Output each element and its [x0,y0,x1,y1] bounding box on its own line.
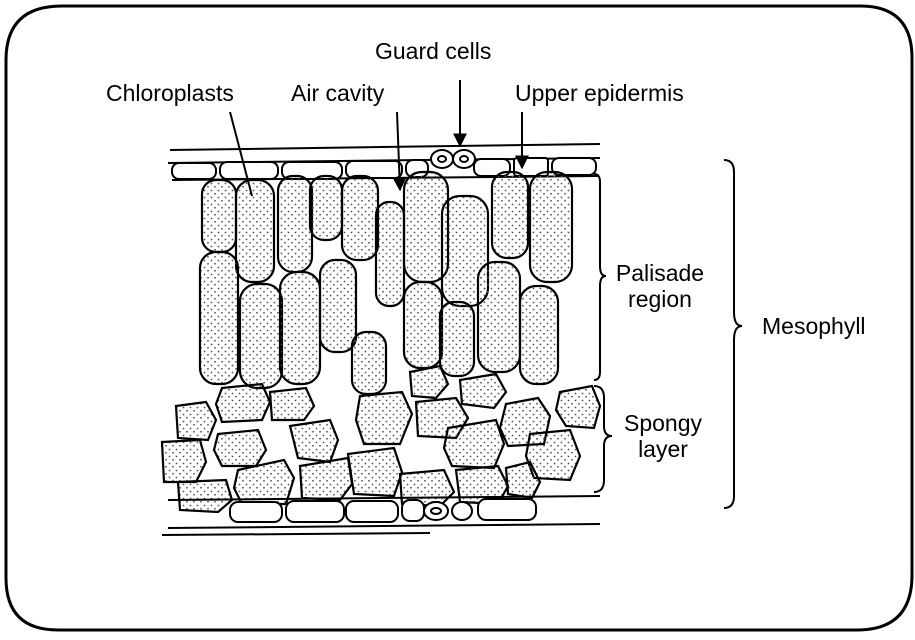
label-palisade-line1: Palisade [612,260,708,286]
label-spongy-layer: Spongy layer [624,410,702,463]
label-upper-epidermis: Upper epidermis [515,80,684,106]
palisade-cells [200,172,572,394]
label-air-cavity: Air cavity [291,80,384,106]
palisade-brace [594,174,606,380]
label-chloroplasts: Chloroplasts [106,80,234,106]
label-guard-cells: Guard cells [375,38,491,64]
guard-cells-top [431,150,475,168]
label-mesophyll: Mesophyll [762,313,866,339]
label-palisade-region: Palisade region [612,260,708,313]
label-spongy-line1: Spongy [624,410,702,436]
label-palisade-line2: region [612,286,708,312]
upper-epidermis [168,144,600,180]
label-spongy-line2: layer [624,436,702,462]
mesophyll-brace [724,160,742,508]
